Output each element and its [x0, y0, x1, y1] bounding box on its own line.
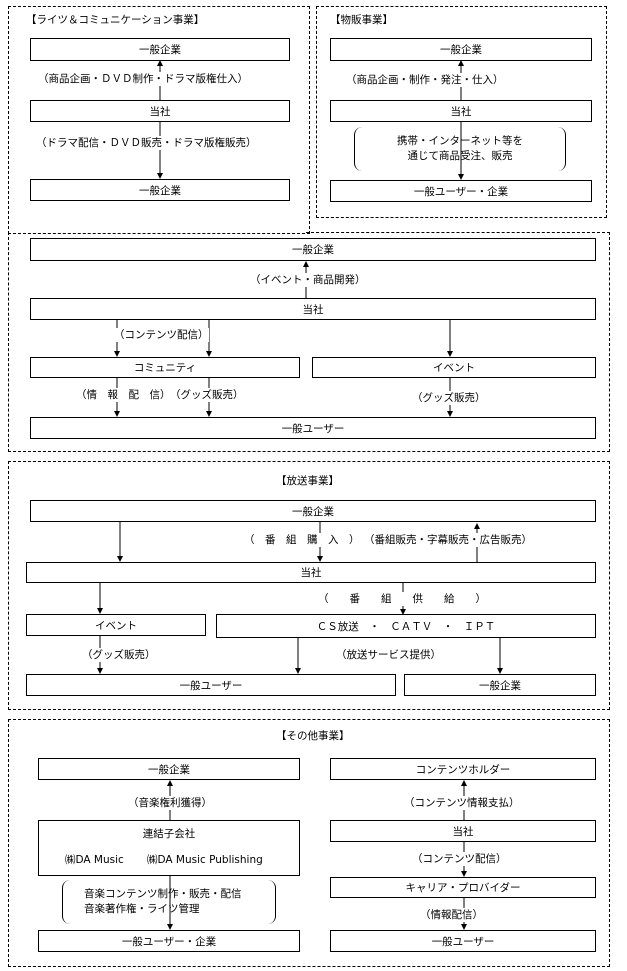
rights-lower-label-content: （コンテンツ配信）: [114, 328, 209, 342]
rights-lower-label-goods-right: （グッズ販売）: [412, 391, 486, 405]
rights-lower-frame: [8, 232, 610, 452]
other-section-frame: [8, 719, 610, 967]
broadcast-label-goods: （グッズ販売）: [82, 648, 156, 662]
broadcast-our-company-box: 当社: [26, 562, 596, 583]
broadcast-title: 【放送事業】: [276, 475, 339, 487]
broadcast-users-box: 一般ユーザー: [26, 674, 396, 696]
other-left-label-rights: （音楽権利獲得）: [128, 796, 212, 810]
rights-event-box: イベント: [312, 357, 596, 378]
other-left-top-company-box: 一般企業: [38, 758, 300, 780]
other-title: 【その他事業】: [276, 730, 350, 742]
broadcast-company-box: 一般企業: [404, 674, 596, 696]
merch-section-frame: [316, 6, 607, 218]
other-right-our-company-box: 当社: [330, 820, 596, 842]
rights-label-down: （ドラマ配信・ＤＶＤ販売・ドラマ版権販売）: [36, 136, 257, 150]
broadcast-label-sell: （番組販売・字幕販売・広告販売）: [364, 533, 532, 547]
rights-lower-label-up: （イベント・商品開発）: [250, 273, 366, 287]
other-right-users-box: 一般ユーザー: [330, 930, 596, 952]
rights-lower-label-info: （情 報 配 信）: [76, 388, 171, 402]
other-left-note-brace: [62, 880, 276, 924]
broadcast-label-service: （放送サービス提供）: [336, 648, 441, 662]
rights-lower-our-company-box: 当社: [30, 298, 596, 320]
rights-top-company-box: 一般企業: [30, 38, 290, 61]
other-left-note-line-1: 音楽コンテンツ制作・販売・配信: [84, 888, 242, 900]
other-left-bottom-box: 一般ユーザー・企業: [38, 930, 300, 952]
other-right-label-pay: （コンテンツ情報支払）: [404, 796, 520, 810]
rights-lower-top-company-box: 一般企業: [30, 238, 596, 261]
merch-note-line-2: 通じて商品受注、販売: [407, 150, 513, 162]
rights-our-company-box: 当社: [30, 100, 290, 122]
merch-note-brace: [354, 127, 566, 171]
other-right-label-info: （情報配信）: [420, 908, 483, 922]
rights-lower-top-edge: [306, 232, 610, 233]
rights-label-up: （商品企画・ＤＶＤ制作・ドラマ版権仕入）: [38, 72, 248, 86]
merch-label-up: （商品企画・制作・発注・仕入）: [346, 73, 504, 87]
subsidiary-title: 連結子会社: [142, 828, 196, 840]
merch-title: 【物販事業】: [330, 14, 393, 26]
broadcast-section-frame: [8, 461, 610, 710]
subsidiary-box: 連結子会社 ㈱DA Music ㈱DA Music Publishing: [38, 820, 300, 876]
rights-section-frame: [8, 6, 310, 234]
broadcast-label-buy: （ 番 組 購 入 ）: [244, 533, 360, 547]
merch-note-line-1: 携帯・インターネット等を: [397, 135, 523, 147]
merch-bottom-box: 一般ユーザー・企業: [330, 180, 592, 202]
other-left-note-line-2: 音楽著作権・ライツ管理: [84, 903, 200, 915]
other-right-label-content: （コンテンツ配信）: [412, 852, 507, 866]
rights-lower-users-box: 一般ユーザー: [30, 417, 596, 439]
merch-note: 携帯・インターネット等を 通じて商品受注、販売: [370, 134, 550, 164]
broadcast-event-box: イベント: [26, 614, 206, 636]
rights-lower-label-goods-left: （グッズ販売）: [170, 388, 244, 402]
subsidiary-a: ㈱DA Music: [65, 854, 124, 866]
community-box: コミュニティ: [30, 357, 300, 378]
cs-catv-ipt-box: ＣＳ放送 ・ ＣＡＴＶ ・ ＩＰＴ: [216, 614, 596, 638]
subsidiary-b: ㈱DA Music Publishing: [147, 854, 263, 866]
other-left-note: 音楽コンテンツ制作・販売・配信 音楽著作権・ライツ管理: [84, 887, 242, 917]
carrier-provider-box: キャリア・プロバイダー: [330, 877, 596, 898]
content-holder-box: コンテンツホルダー: [330, 758, 596, 780]
merch-our-company-box: 当社: [330, 100, 592, 122]
broadcast-label-supply: （ 番 組 供 給 ）: [318, 592, 486, 606]
merch-top-company-box: 一般企業: [330, 38, 592, 61]
rights-title: 【ライツ＆コミュニケーション事業】: [26, 14, 205, 26]
rights-bottom-company-box: 一般企業: [30, 179, 290, 201]
broadcast-top-company-box: 一般企業: [30, 500, 596, 522]
